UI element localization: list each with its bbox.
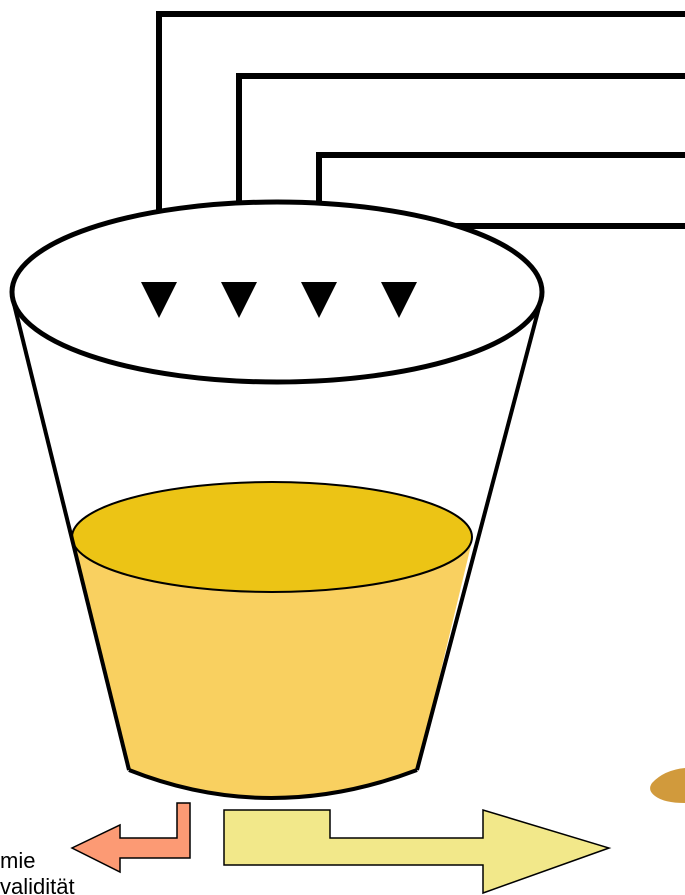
arrowhead-group xyxy=(141,282,417,318)
label-line-1: mie xyxy=(0,848,36,873)
arrowhead-2 xyxy=(221,282,257,318)
input-line-1 xyxy=(156,11,685,284)
bucket-rim xyxy=(9,199,545,385)
liquid-body xyxy=(72,537,473,798)
liquid-surface xyxy=(71,481,473,593)
arrowhead-4 xyxy=(381,282,417,318)
arrowhead-1 xyxy=(141,282,177,318)
bucket-right-wall xyxy=(415,299,543,771)
bucket-left-wall xyxy=(11,299,131,771)
label-line-2: validität xyxy=(0,874,75,895)
right-outflow-arrow xyxy=(223,808,612,895)
left-outflow-arrow xyxy=(70,802,191,874)
arrowhead-3 xyxy=(301,282,337,318)
partial-object xyxy=(650,768,685,803)
bucket-bottom xyxy=(128,768,418,800)
